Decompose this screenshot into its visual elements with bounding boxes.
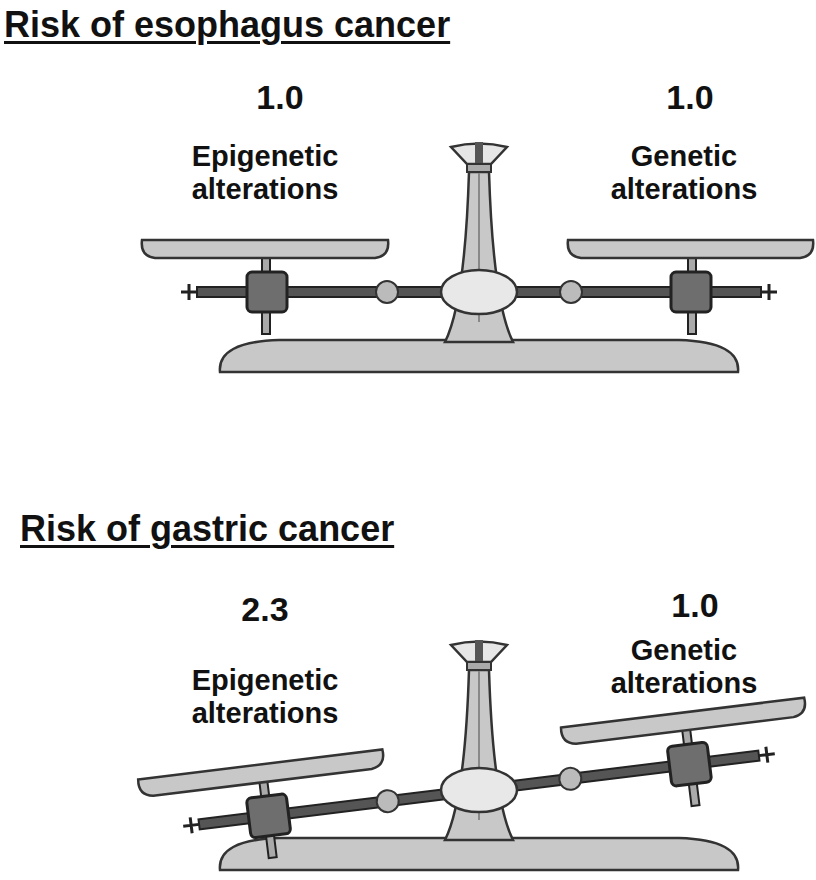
section-heading: Risk of esophagus cancer — [4, 4, 644, 45]
risk-value: 2.3 — [165, 590, 365, 629]
risk-value: 1.0 — [595, 586, 795, 625]
risk-value: 1.0 — [590, 78, 790, 117]
factor-label: Epigenetic alterations — [130, 664, 400, 731]
factor-label: Genetic alterations — [556, 634, 812, 701]
risk-value: 1.0 — [180, 78, 380, 117]
section-heading: Risk of gastric cancer — [20, 508, 660, 549]
factor-label: Epigenetic alterations — [130, 140, 400, 207]
factor-label: Genetic alterations — [556, 140, 812, 207]
